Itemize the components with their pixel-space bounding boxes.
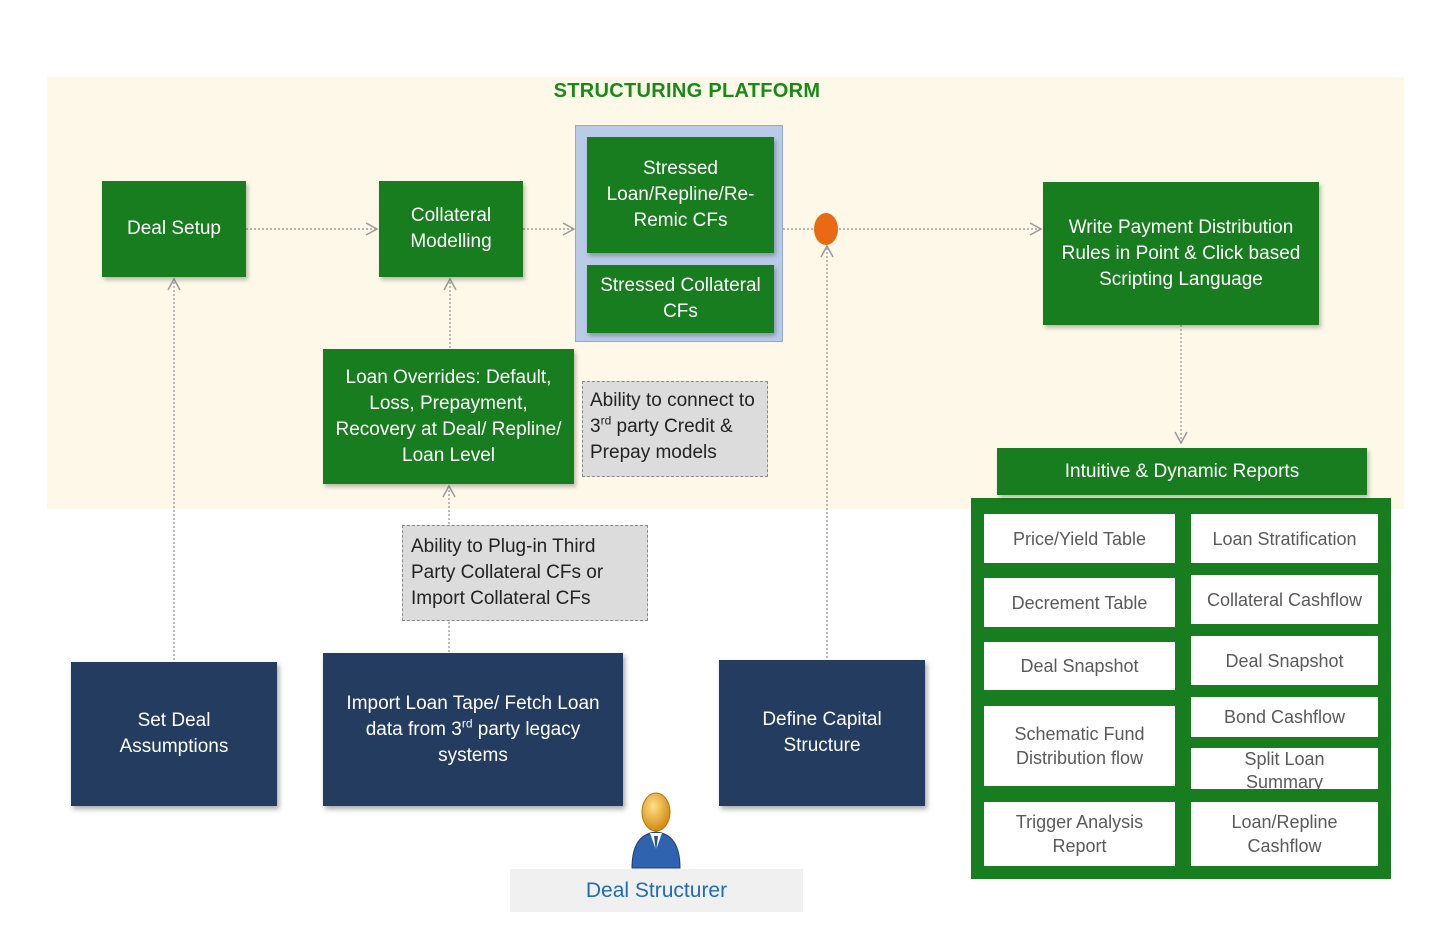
report-item: Deal Snapshot [984, 642, 1175, 690]
write-payment-rules-box: Write Payment Distribution Rules in Poin… [1043, 182, 1319, 325]
report-item: Decrement Table [984, 578, 1175, 627]
stressed-collateral-box: Stressed Collateral CFs [587, 265, 774, 333]
deal-structurer-person-icon [631, 792, 681, 869]
report-item: Loan Stratification [1191, 514, 1378, 563]
report-item: Bond Cashflow [1191, 697, 1378, 737]
platform-title: STRUCTURING PLATFORM [553, 80, 821, 102]
report-item: Schematic Fund Distribution flow [984, 706, 1175, 786]
import-loan-tape-box: Import Loan Tape/ Fetch Loan data from 3… [323, 653, 623, 806]
loan-overrides-box: Loan Overrides: Default, Loss, Prepaymen… [323, 349, 574, 484]
reports-header: Intuitive & Dynamic Reports [997, 448, 1367, 495]
third-party-connect-note: Ability to connect to 3rd party Credit &… [582, 381, 768, 477]
stressed-loan-box: Stressed Loan/Repline/Re-Remic CFs [587, 137, 774, 253]
set-deal-assumptions-box: Set Deal Assumptions [71, 662, 277, 806]
plug-in-note: Ability to Plug-in Third Party Collatera… [402, 525, 648, 621]
report-item: Trigger Analysis Report [984, 802, 1175, 866]
report-item: Deal Snapshot [1191, 636, 1378, 685]
report-item: Price/Yield Table [984, 514, 1175, 563]
report-item: Split Loan Summary [1191, 748, 1378, 789]
report-item: Loan/Repline Cashflow [1191, 802, 1378, 866]
collateral-modelling-box: Collateral Modelling [379, 181, 523, 277]
junction-dot [814, 213, 838, 245]
report-item: Collateral Cashflow [1191, 575, 1378, 624]
deal-setup-box: Deal Setup [102, 181, 246, 277]
deal-structurer-label: Deal Structurer [510, 869, 803, 912]
define-capital-structure-box: Define Capital Structure [719, 660, 925, 806]
